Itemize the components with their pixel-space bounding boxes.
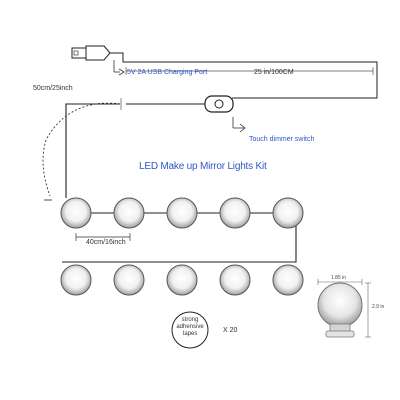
tape-label: strong adhensive tapes — [172, 317, 208, 338]
bulb-2-3 — [166, 264, 198, 296]
bulb-2-2 — [113, 264, 145, 296]
usb-port-label: 5V 2A USB Charging Port — [127, 69, 208, 76]
usb-plug-icon — [71, 45, 118, 61]
bulb-size-illustration — [317, 279, 371, 338]
bulb-1-4 — [219, 197, 251, 229]
bulb-spacing-label: 40cm/16inch — [86, 239, 126, 246]
bulb-2-5 — [272, 264, 304, 296]
dimmer-arrow — [232, 117, 246, 133]
bulb-rows — [60, 197, 304, 296]
tape-line-3: tapes — [182, 330, 198, 337]
bulb-1-5 — [272, 197, 304, 229]
dimmer-switch-label: Touch dimmer switch — [249, 136, 315, 143]
tape-line-2: adhensive — [176, 323, 204, 330]
bulb-1-1 — [60, 197, 92, 229]
bulb-height-label: 2.9 in — [372, 304, 385, 310]
usb-port-arrow — [113, 60, 125, 76]
tape-line-1: strong — [181, 317, 199, 323]
usb-cable — [118, 52, 378, 99]
bulb-spacing-dimension — [75, 233, 131, 241]
tape-count-label: X 20 — [223, 327, 238, 334]
lead-dashed-line — [42, 102, 121, 197]
bulb-width-label: 1.85 in — [331, 275, 347, 281]
cable-length-label: 25 in/100CM — [254, 69, 294, 76]
bulb-2-4 — [219, 264, 251, 296]
diagram-title: LED Make up Mirror Lights Kit — [139, 161, 267, 172]
bulb-1-2 — [113, 197, 145, 229]
adhesive-tape-icon — [171, 311, 209, 349]
lead-length-label: 50cm/25inch — [33, 85, 73, 92]
bulb-2-1 — [60, 264, 92, 296]
bulb-1-3 — [166, 197, 198, 229]
dimmer-switch-icon — [204, 95, 234, 113]
